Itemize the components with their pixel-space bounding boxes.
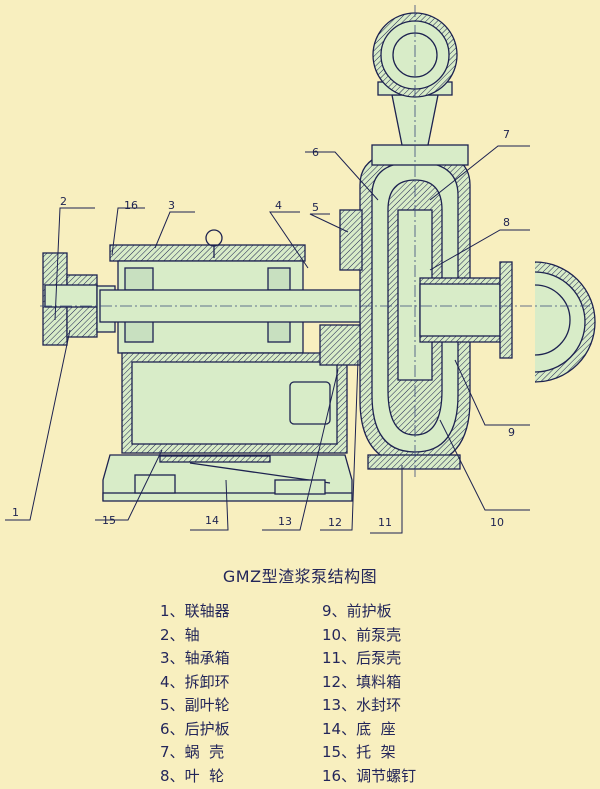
legend-item: 15、托 架	[322, 743, 396, 761]
callout-14: 14	[205, 514, 219, 527]
legend-item: 2、轴	[160, 625, 200, 644]
legend-item: 5、副叶轮	[160, 696, 230, 714]
legend-column-left: 1、联轴器 2、轴 3、轴承箱 4、拆卸环 5、副叶轮 6、后护板 7、蜗 壳 …	[160, 600, 310, 788]
legend-item: 1、联轴器	[160, 602, 230, 620]
callout-12: 12	[328, 516, 342, 529]
legend-item: 10、前泵壳	[322, 625, 402, 644]
pump-cross-section-drawing: 1 2 3 4 5 6 7 8 9 10 11 12 13 14 15 16	[5, 5, 596, 534]
callout-8: 8	[503, 216, 510, 229]
callout-9: 9	[508, 426, 515, 439]
legend-item: 13、水封环	[322, 696, 402, 714]
callout-3: 3	[168, 199, 175, 212]
frame	[121, 352, 348, 454]
callout-5: 5	[312, 201, 319, 214]
suction-inlet	[419, 261, 596, 383]
legend-item: 4、拆卸环	[160, 672, 230, 691]
legend-column-right: 9、前护板 10、前泵壳 11、后泵壳 12、填料箱 13、水封环 14、底 座…	[322, 600, 472, 788]
legend-item: 16、调节螺钉	[322, 766, 417, 785]
callout-10: 10	[490, 516, 504, 529]
callout-11: 11	[378, 516, 392, 529]
stuffing-box	[319, 209, 363, 366]
diagram-title: GMZ型渣浆泵结构图	[222, 567, 378, 586]
callout-15: 15	[102, 514, 116, 527]
callout-16: 16	[124, 199, 138, 212]
parts-legend: 1、联轴器 2、轴 3、轴承箱 4、拆卸环 5、副叶轮 6、后护板 7、蜗 壳 …	[160, 600, 460, 785]
legend-item: 9、前护板	[322, 602, 392, 620]
legend-item: 3、轴承箱	[160, 649, 230, 667]
discharge-outlet	[371, 12, 469, 166]
callout-4: 4	[275, 199, 282, 212]
legend-item: 14、底 座	[322, 719, 396, 738]
legend-item: 8、叶 轮	[160, 766, 225, 785]
legend-item: 6、后护板	[160, 719, 230, 738]
legend-item: 11、后泵壳	[322, 649, 402, 667]
callout-7: 7	[503, 128, 510, 141]
legend-item: 12、填料箱	[322, 672, 402, 691]
callout-13: 13	[278, 515, 292, 528]
base	[102, 454, 353, 502]
legend-item: 7、蜗 壳	[160, 743, 225, 761]
callout-1: 1	[12, 506, 19, 519]
callout-2: 2	[60, 195, 67, 208]
callout-6: 6	[312, 146, 319, 159]
